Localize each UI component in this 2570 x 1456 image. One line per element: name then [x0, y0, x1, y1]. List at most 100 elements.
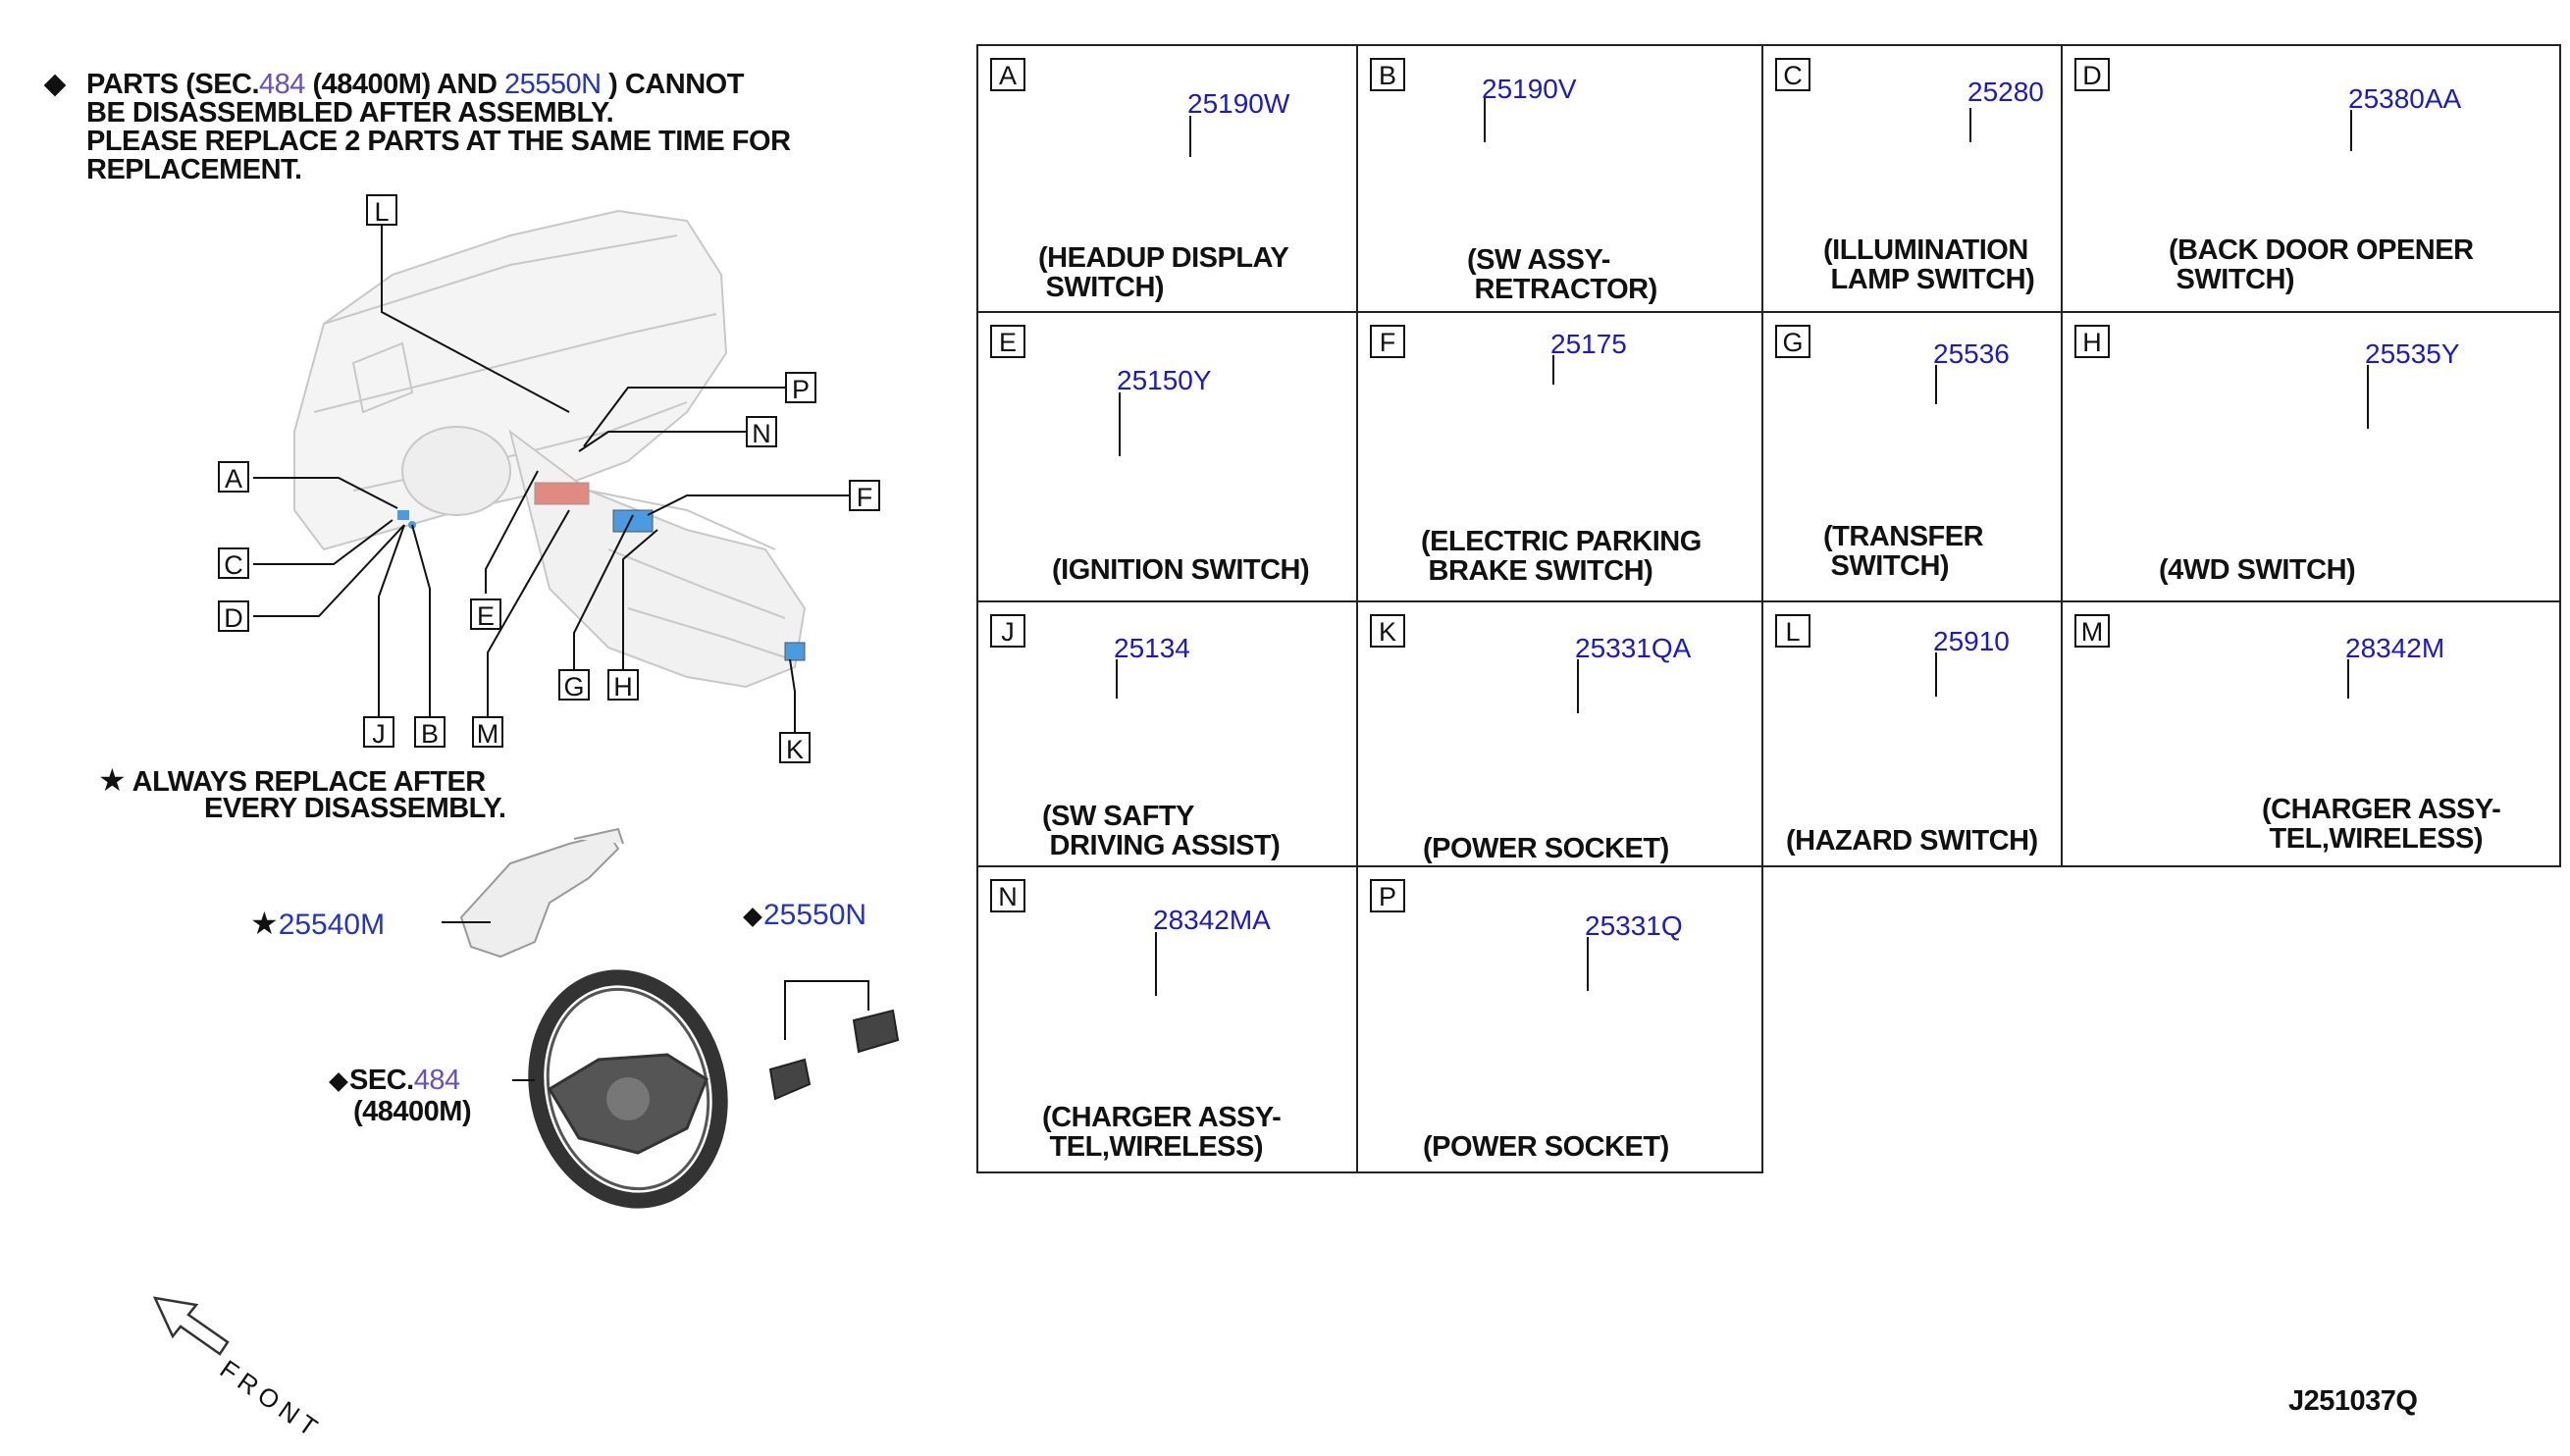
part-caption: (HEADUP DISPLAY SWITCH): [1038, 242, 1289, 303]
part-caption: (BACK DOOR OPENER SWITCH): [2169, 234, 2474, 295]
part-number-link[interactable]: 25910: [1933, 626, 2010, 656]
sec-link-484[interactable]: 484: [259, 69, 305, 100]
part-leader-line: [1577, 659, 1579, 713]
part-number-link[interactable]: 25280: [1967, 77, 2044, 107]
overview-label-j: J: [363, 716, 394, 749]
part-leader-line: [1935, 652, 1937, 697]
assembly-note: PARTS (SEC.484 (48400M) AND 25550N ) CAN…: [43, 69, 970, 184]
part-number-link[interactable]: 25134: [1114, 633, 1190, 663]
part-caption: (SW SAFTY DRIVING ASSIST): [1042, 801, 1281, 861]
part-caption: (IGNITION SWITCH): [1052, 554, 1310, 586]
diamond-part-25550n: 25550N: [743, 899, 867, 932]
cell-letter: K: [1370, 614, 1405, 648]
cell-letter: J: [990, 614, 1025, 648]
part-leader-line: [1552, 355, 1554, 385]
part-caption: (4WD SWITCH): [2159, 554, 2356, 586]
switch-part-illustration: [612, 509, 654, 533]
part-leader-line: [1935, 365, 1937, 404]
cell-letter: F: [1370, 325, 1405, 358]
part-number-link[interactable]: 25175: [1550, 329, 1627, 359]
overview-label-h: H: [607, 669, 639, 702]
cell-letter: H: [2074, 325, 2110, 358]
part-number-link[interactable]: 25331QA: [1575, 633, 1692, 663]
part-link-25550n-bottom[interactable]: 25550N: [763, 899, 867, 931]
part-caption: (HAZARD SWITCH): [1786, 825, 2038, 857]
part-number-link[interactable]: 25331Q: [1585, 910, 1683, 941]
part-leader-line: [2350, 110, 2352, 151]
part-leader-line: [1484, 98, 1486, 142]
overview-label-p: P: [785, 372, 816, 404]
part-link-25540m[interactable]: 25540M: [278, 909, 386, 941]
part-cell-j: J: [976, 600, 1358, 867]
part-link-25550n[interactable]: 25550N: [504, 69, 602, 100]
overview-label-m: M: [472, 716, 503, 749]
charger-part-illustration: [534, 482, 590, 505]
overview-label-f: F: [849, 480, 880, 512]
diagram-code: J251037Q: [2288, 1385, 2418, 1417]
steering-ref: (48400M): [353, 1096, 472, 1127]
part-cell-b: B: [1356, 44, 1763, 313]
overview-label-g: G: [558, 669, 590, 702]
part-cell-k: K: [1356, 600, 1763, 867]
part-cell-f: F: [1356, 311, 1763, 602]
part-leader-line: [2347, 659, 2349, 699]
cell-letter: A: [990, 58, 1025, 91]
part-cell-p: P: [1356, 865, 1763, 1173]
part-number-link[interactable]: 25190V: [1482, 74, 1577, 104]
part-cell-l: L: [1761, 600, 2063, 867]
part-leader-line: [1969, 108, 1971, 142]
part-leader-line: [1587, 937, 1589, 991]
sec-484-steering: SEC.484: [329, 1065, 460, 1097]
always-replace-note-line2: EVERY DISASSEMBLY.: [204, 793, 506, 824]
sec-link-484-steering[interactable]: 484: [413, 1065, 460, 1096]
part-number-link[interactable]: 25535Y: [2365, 338, 2460, 369]
overview-label-k: K: [779, 732, 811, 764]
part-caption: (CHARGER ASSY- TEL,WIRELESS): [1042, 1102, 1282, 1163]
overview-label-d: D: [218, 600, 249, 633]
star-icon: ★: [250, 906, 279, 941]
cell-letter: D: [2074, 58, 2110, 91]
always-replace-note: ★ ALWAYS REPLACE AFTER: [98, 762, 486, 798]
overview-label-b: B: [414, 716, 446, 749]
part-cell-c: C: [1761, 44, 2063, 313]
cell-letter: L: [1775, 614, 1810, 648]
part-number-link[interactable]: 25190W: [1187, 88, 1290, 119]
cell-letter: G: [1775, 325, 1810, 358]
overview-label-l: L: [366, 194, 397, 227]
part-leader-line: [1155, 932, 1157, 996]
part-leader-line: [2367, 365, 2369, 429]
part-number-link[interactable]: 25380AA: [2348, 83, 2462, 114]
part-caption: (SW ASSY- RETRACTOR): [1467, 244, 1657, 305]
overview-label-c: C: [218, 547, 249, 580]
part-caption: (CHARGER ASSY- TEL,WIRELESS): [2262, 794, 2501, 855]
part-caption: (ELECTRIC PARKING BRAKE SWITCH): [1421, 526, 1702, 587]
overview-label-n: N: [746, 416, 777, 448]
part-leader-line: [1189, 116, 1191, 157]
part-caption: (TRANSFER SWITCH): [1823, 521, 1984, 582]
part-leader-line: [1119, 392, 1121, 456]
part-leader-line: [1116, 659, 1118, 699]
part-cell-a: A: [976, 44, 1358, 313]
part-cell-g: G: [1761, 311, 2063, 602]
part-caption: (POWER SOCKET): [1423, 1131, 1669, 1163]
part-caption: (ILLUMINATION LAMP SWITCH): [1823, 234, 2035, 295]
star-part-25540m: ★25540M: [250, 905, 385, 942]
part-cell-m: M: [2061, 600, 2561, 867]
part-number-link[interactable]: 25150Y: [1117, 365, 1212, 395]
part-cell-n: N: [976, 865, 1358, 1173]
overview-label-a: A: [218, 461, 249, 494]
cell-letter: B: [1370, 58, 1405, 91]
cell-letter: E: [990, 325, 1025, 358]
part-number-link[interactable]: 28342MA: [1153, 905, 1271, 935]
overview-label-e: E: [470, 598, 501, 631]
cell-letter: P: [1370, 879, 1405, 912]
star-icon: ★: [98, 762, 127, 798]
part-caption: (POWER SOCKET): [1423, 833, 1669, 864]
part-cell-h: H: [2061, 311, 2561, 602]
cell-letter: N: [990, 879, 1025, 912]
part-number-link[interactable]: 28342M: [2345, 633, 2445, 663]
cell-letter: M: [2074, 614, 2110, 648]
part-number-link[interactable]: 25536: [1933, 338, 2010, 369]
